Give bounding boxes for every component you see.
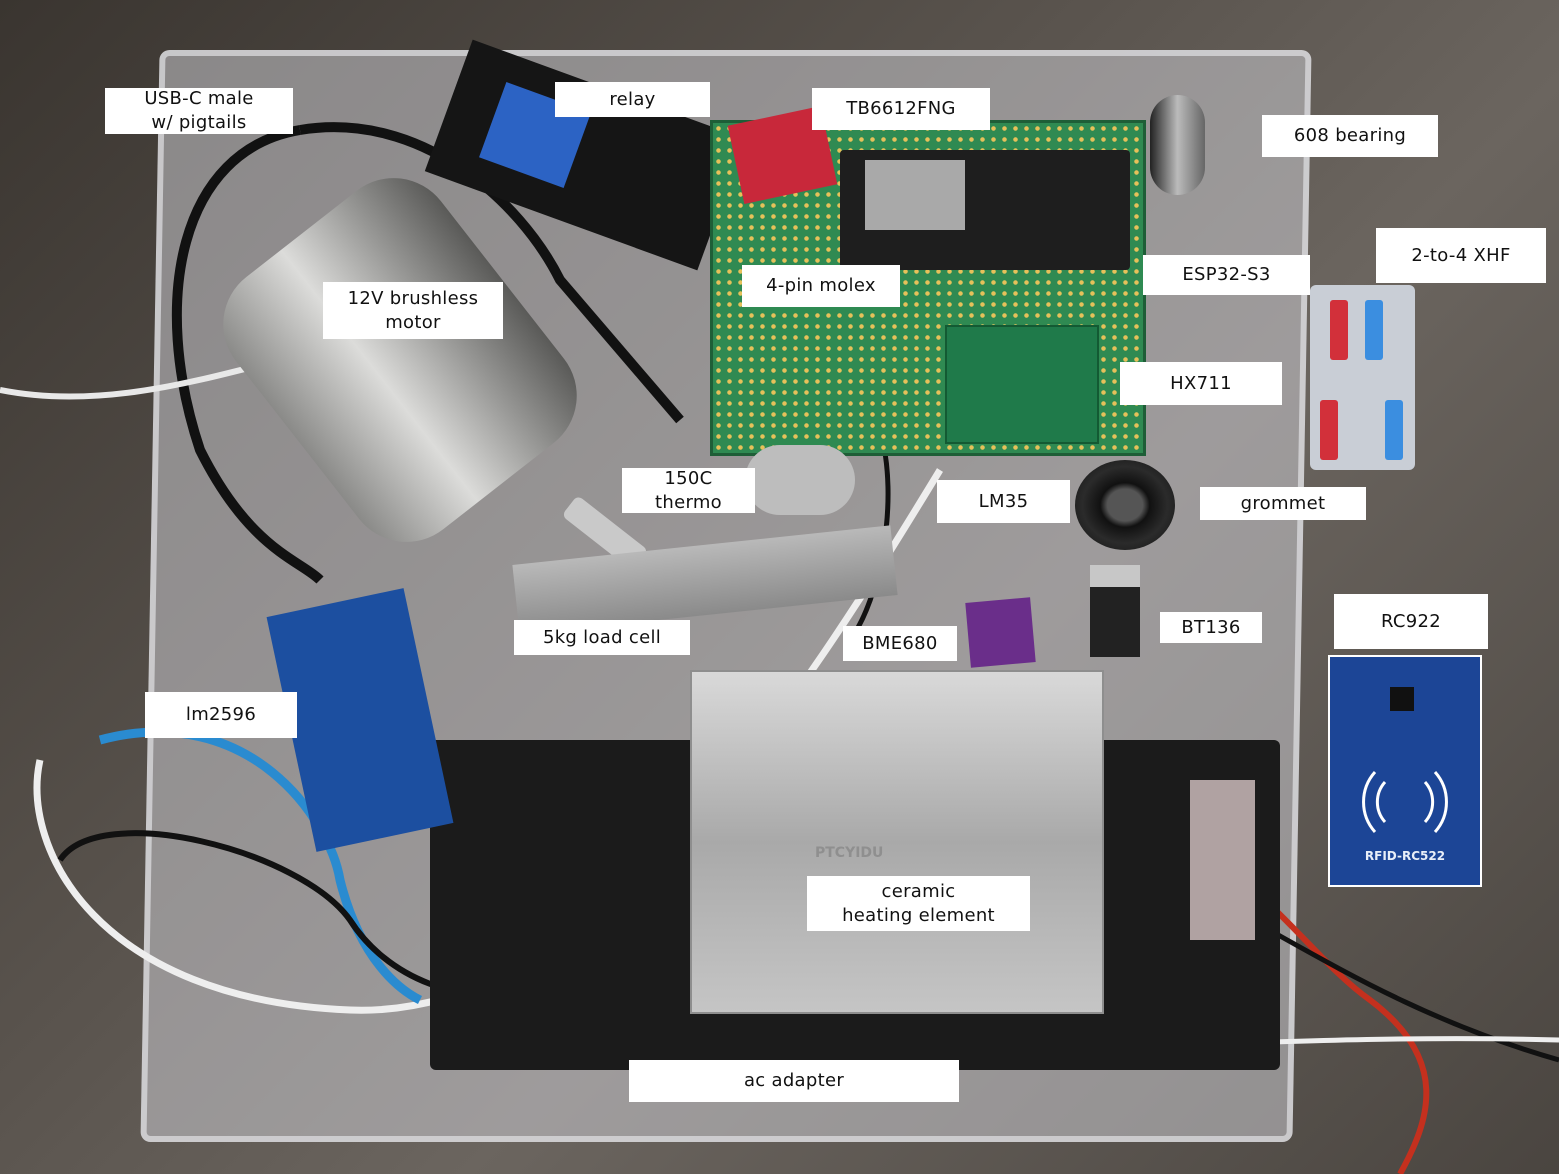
bearing xyxy=(1150,95,1205,195)
bme680-board xyxy=(965,597,1036,668)
rfid-board-text: RFID-RC522 xyxy=(1364,849,1446,863)
blue-lever xyxy=(1385,400,1403,460)
label-ac-adapter: ac adapter xyxy=(629,1060,959,1102)
thermostat xyxy=(745,445,855,515)
heater-brand-text: PTCYIDU xyxy=(815,845,884,861)
label-relay: relay xyxy=(555,82,710,117)
label-motor: 12V brushless motor xyxy=(323,282,503,339)
rfid-antenna-icon xyxy=(1362,771,1448,833)
label-tb6612fng: TB6612FNG xyxy=(812,88,990,130)
label-bearing: 608 bearing xyxy=(1262,115,1438,157)
rfid-chip xyxy=(1390,687,1414,711)
label-usb-c: USB-C male w/ pigtails xyxy=(105,88,293,134)
label-molex: 4-pin molex xyxy=(742,265,900,307)
label-rc922: RC922 xyxy=(1334,594,1488,649)
label-hx711: HX711 xyxy=(1120,362,1282,405)
grommet xyxy=(1075,460,1175,550)
terminal-block xyxy=(1190,780,1255,940)
label-bme680: BME680 xyxy=(843,626,957,661)
heater xyxy=(690,670,1104,1014)
label-thermo: 150C thermo xyxy=(622,468,755,513)
label-lm2596: lm2596 xyxy=(145,692,297,738)
red-lever xyxy=(1330,300,1348,360)
hx711-board xyxy=(945,325,1099,444)
blue-lever xyxy=(1365,300,1383,360)
label-heater: ceramic heating element xyxy=(807,876,1030,931)
label-lm35: LM35 xyxy=(937,480,1070,523)
label-grommet: grommet xyxy=(1200,487,1366,520)
label-load-cell: 5kg load cell xyxy=(514,620,690,655)
label-xhf: 2-to-4 XHF xyxy=(1376,228,1546,283)
label-bt136: BT136 xyxy=(1160,612,1262,643)
rfid-board: RFID-RC522 xyxy=(1328,655,1482,887)
xhf-connector xyxy=(1310,285,1415,470)
esp32-module-shield xyxy=(865,160,965,230)
label-esp32: ESP32-S3 xyxy=(1143,255,1310,295)
triac xyxy=(1090,565,1140,657)
red-lever xyxy=(1320,400,1338,460)
